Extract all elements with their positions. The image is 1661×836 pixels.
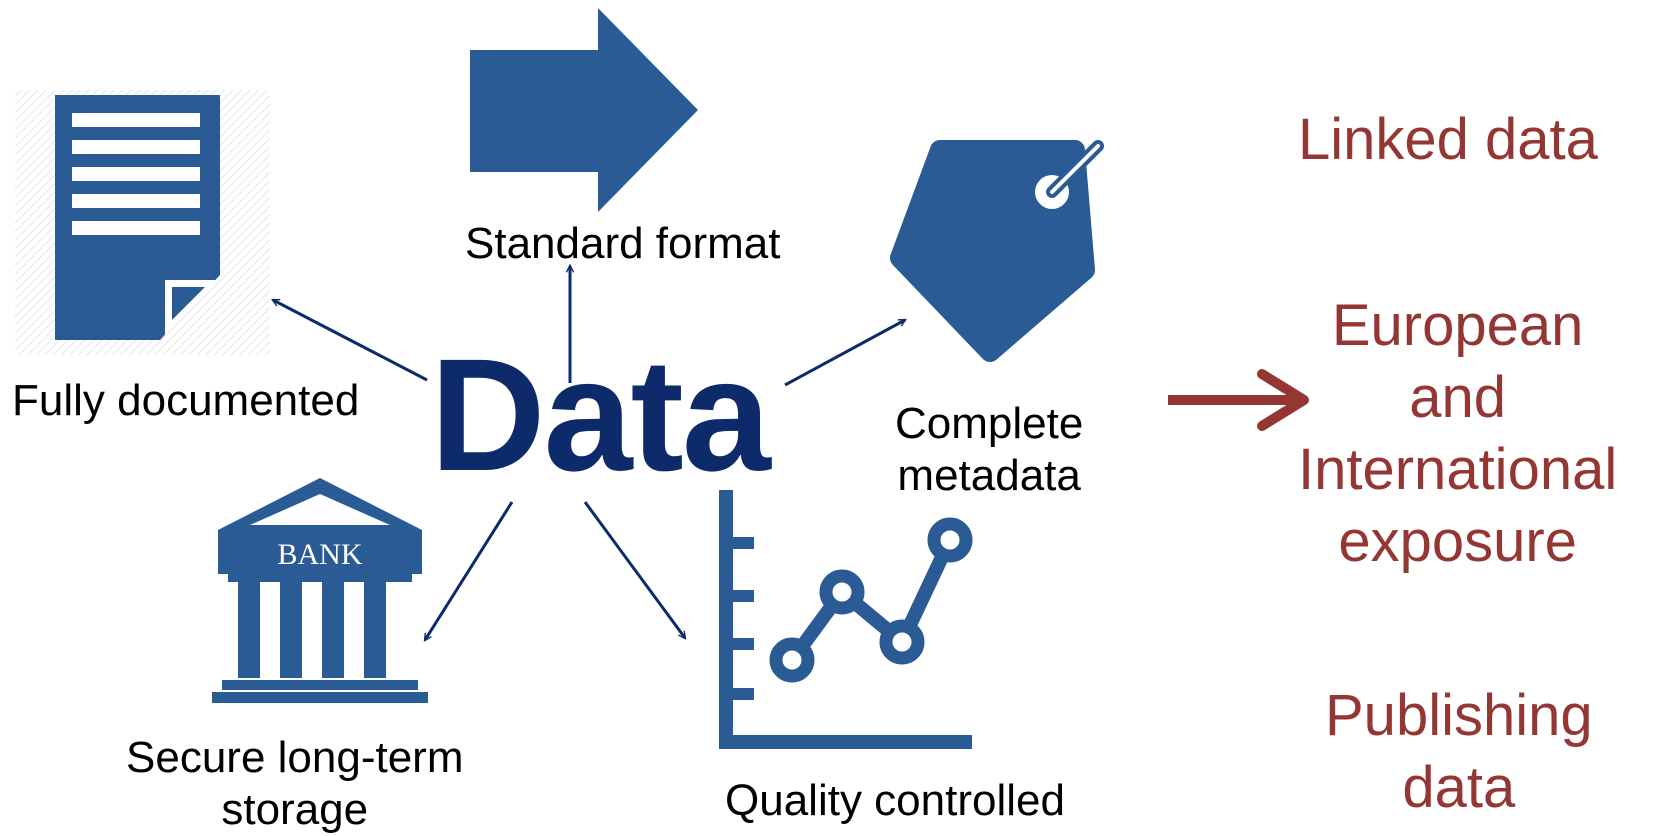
label-secure-storage-line1: Secure long-term xyxy=(126,733,464,782)
line-chart-icon xyxy=(719,490,973,749)
arrow-to-complete-metadata xyxy=(784,318,905,387)
label-secure-storage: Secure long-term storage xyxy=(126,732,463,836)
outcome-european-line2: and xyxy=(1409,365,1506,430)
outcome-european-line4: exposure xyxy=(1338,509,1577,574)
document-icon xyxy=(15,90,270,355)
label-complete-metadata-line1: Complete xyxy=(895,399,1084,448)
label-standard-format: Standard format xyxy=(465,219,781,268)
arrow-to-fully-documented xyxy=(273,298,428,382)
center-data-label: Data xyxy=(430,325,771,504)
outcome-european-line1: European xyxy=(1331,293,1584,358)
bank-sign-text: BANK xyxy=(277,538,362,571)
arrow-to-quality-controlled xyxy=(583,501,685,638)
label-secure-storage-line2: storage xyxy=(221,785,369,834)
outcome-arrow xyxy=(1168,369,1309,431)
outcome-publishing-line2: data xyxy=(1402,755,1516,820)
label-fully-documented: Fully documented xyxy=(12,376,360,425)
tag-icon xyxy=(890,140,1104,362)
outcome-european-line3: International xyxy=(1298,437,1618,502)
arrow-to-secure-storage xyxy=(425,501,514,640)
outcome-publishing-data: Publishing data xyxy=(1325,680,1593,824)
bank-icon: BANK xyxy=(212,478,428,703)
arrow-right-icon xyxy=(470,8,698,212)
outcome-european-exposure: European and International exposure xyxy=(1298,290,1617,578)
label-complete-metadata: Complete metadata xyxy=(895,398,1083,502)
outcome-publishing-line1: Publishing xyxy=(1325,683,1593,748)
label-complete-metadata-line2: metadata xyxy=(897,451,1081,500)
outcome-linked-data: Linked data xyxy=(1298,107,1598,172)
label-quality-controlled: Quality controlled xyxy=(725,776,1065,825)
